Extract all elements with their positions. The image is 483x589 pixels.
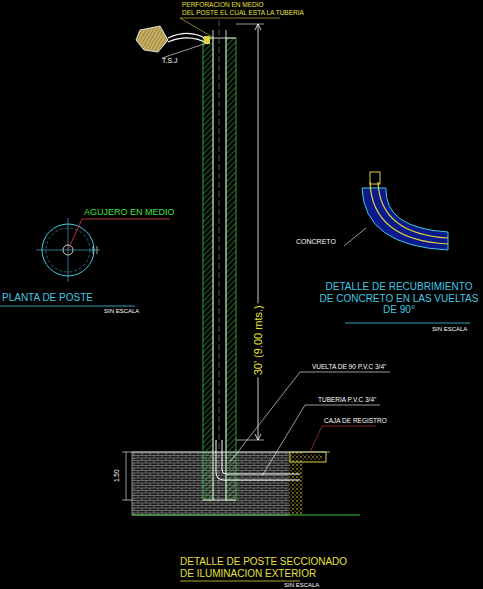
dimension-text: 1.50 — [112, 468, 119, 485]
scale-note: SIN ESCALA — [284, 582, 319, 589]
part-label: CONCRETO — [296, 238, 336, 246]
part-label: T.S.J — [162, 57, 178, 65]
scale-note: SIN ESCALA — [432, 326, 467, 333]
caption-text: DETALLE DE POSTE SECCIONADO DE ILUMINACI… — [180, 556, 358, 579]
part-label: CAJA DE REGISTRO — [324, 417, 387, 424]
part-label: VUELTA DE 90 P.V.C 3/4" — [312, 363, 386, 370]
scale-note: SIN ESCALA — [104, 308, 139, 315]
note-text: DEL POSTE EL CUAL ESTA LA TUBERIA — [182, 9, 304, 16]
view-title: DETALLE DE RECUBRIMIENTO DE CONCRETO EN … — [318, 281, 480, 316]
part-label: TUBERIA P.V.C 3/4" — [318, 396, 376, 403]
view-title: PLANTA DE POSTE — [2, 292, 93, 304]
dimension-text: 30' (9.00 mts.) — [252, 303, 265, 377]
part-label: AGUJERO EN MEDIO — [84, 207, 175, 217]
note-text: PERFORACION EN MEDIO — [182, 1, 264, 8]
